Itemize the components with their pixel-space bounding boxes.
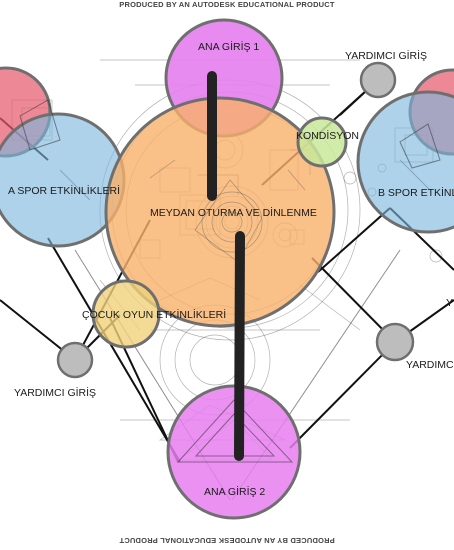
bubble-kondisyon	[296, 116, 348, 168]
bubble-yardimci-giris-left	[56, 341, 94, 379]
label-a-spor: A SPOR ETKİNLİKLERİ	[8, 184, 120, 197]
zone-labels: ANA GİRİŞ 1 MEYDAN OTURMA VE DİNLENME KO…	[8, 40, 454, 498]
main-axis	[207, 71, 245, 461]
watermark-bottom: PRODUCED BY AN AUTODESK EDUCATIONAL PROD…	[119, 536, 335, 545]
label-ana-giris-1: ANA GİRİŞ 1	[198, 40, 259, 53]
link-meydan-to-b-spor	[317, 207, 391, 273]
bubble-cocuk	[91, 279, 161, 349]
link-a-spor-to-ana-giris-2	[47, 237, 181, 463]
label-cocuk: ÇOCUK OYUN ETKİNLİKLERİ	[82, 308, 226, 321]
bubble-yardimci-giris-top	[359, 61, 397, 99]
label-yardimci-giris-top: YARDIMCI GİRİŞ	[345, 49, 427, 62]
label-b-spor: B SPOR ETKİNLİKLERİ	[378, 186, 454, 199]
bubble-b-spor	[356, 90, 454, 234]
link-yardimci-right-to-meydan	[311, 257, 396, 343]
bubble-yardimci-giris-right	[375, 322, 415, 362]
label-ana-giris-2: ANA GİRİŞ 2	[204, 485, 265, 498]
watermark-top: PRODUCED BY AN AUTODESK EDUCATIONAL PROD…	[119, 0, 335, 9]
link-ana-giris-2-to-yardimci-right	[289, 341, 396, 449]
label-kondisyon: KONDİSYON	[296, 129, 359, 142]
label-meydan: MEYDAN OTURMA VE DİNLENME	[150, 206, 317, 219]
watermarks: PRODUCED BY AN AUTODESK EDUCATIONAL PROD…	[119, 0, 335, 545]
bubble-ana-giris-2	[166, 384, 302, 520]
label-yardimci-giris-right: YARDIMCI	[406, 359, 454, 371]
axis-south	[234, 231, 245, 461]
zone-bubbles	[0, 18, 454, 520]
label-yardimci-giris-edge: Y	[446, 297, 453, 309]
label-yardimci-giris-left: YARDIMCI GİRİŞ	[14, 386, 96, 399]
bubble-meydan	[104, 96, 336, 328]
